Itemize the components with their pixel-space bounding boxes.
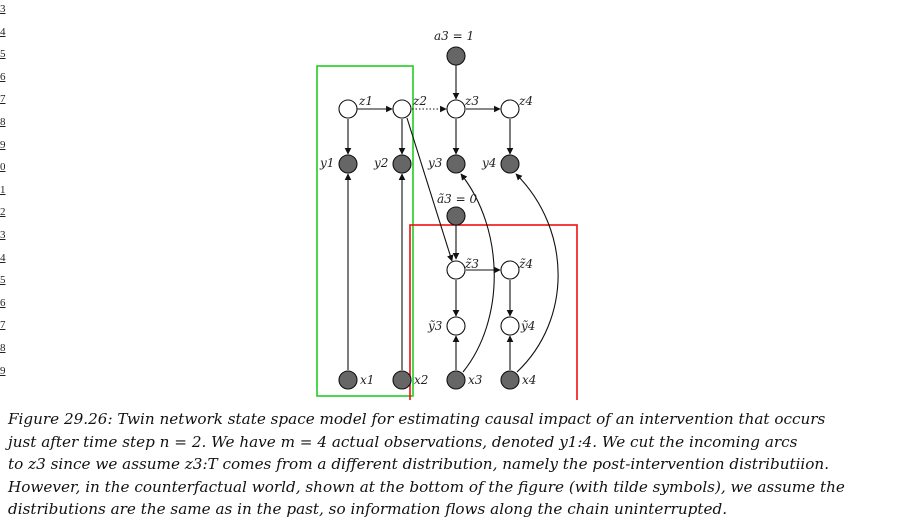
node-y2 (392, 154, 412, 174)
edge-z2-z3tilde (406, 117, 454, 262)
label-y3: y3 (427, 156, 443, 170)
edge-x4-y4-curve (515, 173, 559, 373)
node-a3tilde (446, 206, 466, 226)
node-x4 (500, 370, 520, 390)
node-y1 (338, 154, 358, 174)
node-a3 (446, 46, 466, 66)
edges (344, 65, 559, 373)
caption-line-5: distributions are the same as in the pas… (8, 500, 728, 519)
node-x3 (446, 370, 466, 390)
green-box (316, 65, 414, 397)
label-y3tilde: ỹ3 (427, 319, 443, 333)
label-y1: y1 (319, 156, 334, 170)
margin-line-number: 6 (0, 70, 6, 83)
caption-line-3: to z3 since we assume z3:T comes from a … (8, 455, 830, 474)
margin-line-number: 0 (0, 161, 6, 174)
margin-line-number: 8 (0, 342, 6, 354)
node-x1 (338, 370, 358, 390)
label-z3: z3 (464, 94, 479, 108)
margin-line-number: 5 (0, 274, 6, 287)
node-z1 (338, 99, 358, 119)
label-x3: x3 (468, 373, 483, 387)
label-z1: z1 (358, 94, 373, 108)
label-x1: x1 (360, 373, 374, 387)
node-z2 (392, 99, 412, 119)
red-box (409, 224, 578, 400)
nodes (338, 46, 520, 390)
margin-line-number: 9 (0, 138, 6, 151)
label-a3: a3 = 1 (434, 29, 474, 43)
label-z4: z4 (518, 94, 533, 108)
margin-line-number: 9 (0, 364, 6, 377)
node-z3 (446, 99, 466, 119)
margin-line-number: 4 (0, 25, 6, 38)
label-y2: y2 (373, 156, 388, 170)
label-z2: z2 (412, 94, 427, 108)
margin-line-number: 4 (0, 251, 6, 264)
margin-line-number: 1 (0, 183, 6, 196)
node-y4tilde (500, 316, 520, 336)
margin-line-number: 5 (0, 48, 6, 61)
label-x2: x2 (414, 373, 428, 387)
caption-line-4: However, in the counterfactual world, sh… (8, 477, 845, 496)
node-y3 (446, 154, 466, 174)
twin-network-diagram: a3 = 1 ã3 = 0 z1 z2 z3 z4 y1 y2 y3 y4 z̃… (316, 29, 578, 400)
twin-network-figure: a3 = 1 ã3 = 0 z1 z2 z3 z4 y1 y2 y3 y4 z̃… (316, 29, 578, 400)
margin-line-number: 3 (0, 229, 6, 241)
node-z4 (500, 99, 520, 119)
margin-line-number: 7 (0, 93, 6, 106)
node-y4 (500, 154, 520, 174)
margin-line-number: 8 (0, 116, 6, 128)
node-x2 (392, 370, 412, 390)
node-z3tilde (446, 260, 466, 280)
caption-line-2: just after time step n = 2. We have m = … (8, 432, 798, 451)
margin-line-number: 7 (0, 319, 6, 332)
node-z4tilde (500, 260, 520, 280)
edge-x3-y3-curve (460, 173, 495, 373)
node-labels: a3 = 1 ã3 = 0 z1 z2 z3 z4 y1 y2 y3 y4 z̃… (319, 29, 536, 387)
margin-line-number: 2 (0, 206, 6, 219)
label-z4tilde: z̃4 (518, 257, 533, 271)
label-z3tilde: z̃3 (464, 257, 479, 271)
label-x4: x4 (522, 373, 536, 387)
caption-line-1: Figure 29.26: Twin network state space m… (8, 410, 826, 428)
margin-line-number: 3 (0, 3, 6, 15)
label-a3tilde: ã3 = 0 (437, 192, 477, 206)
margin-line-number: 6 (0, 296, 6, 309)
label-y4: y4 (481, 156, 496, 170)
figure-caption: Figure 29.26: Twin network state space m… (8, 408, 898, 521)
node-y3tilde (446, 316, 466, 336)
label-y4tilde: ỹ4 (520, 319, 535, 333)
